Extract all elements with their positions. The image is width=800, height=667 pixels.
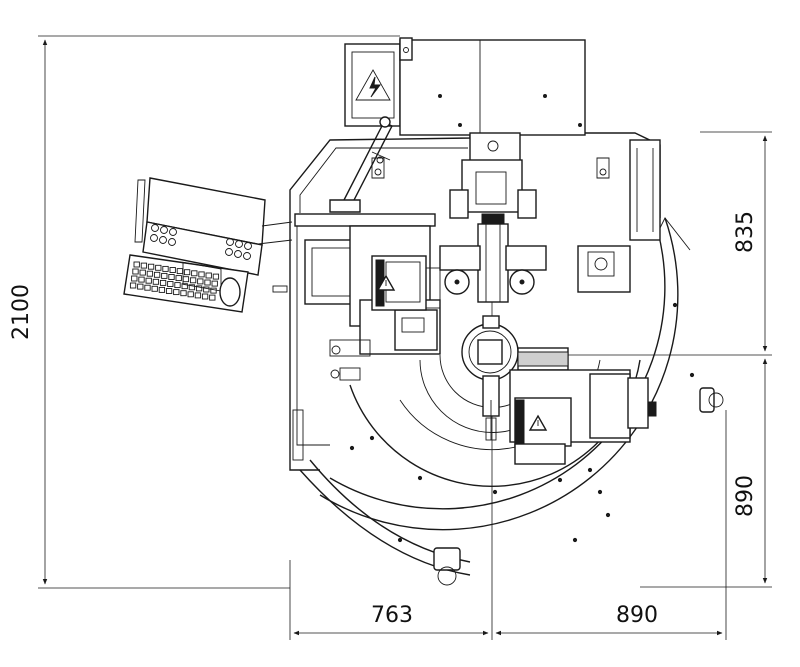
keyboard-key <box>169 267 176 273</box>
keyboard-key <box>210 287 217 294</box>
keyboard-key <box>201 293 209 300</box>
keyboard-key <box>195 285 203 292</box>
keyboard-key <box>183 269 191 276</box>
motor-right-base <box>514 443 566 465</box>
keyboard-key <box>203 286 210 293</box>
panel-buttons <box>150 224 252 260</box>
dim-text-bottom-left: 763 <box>371 603 413 628</box>
keyboard-key <box>189 277 197 284</box>
keyboard-key <box>198 271 205 278</box>
base-foot-right <box>699 387 724 413</box>
support-arm <box>329 116 393 213</box>
keyboard-key <box>211 280 218 287</box>
carriage-rail <box>294 213 436 227</box>
keyboard-key <box>138 276 145 283</box>
keyboard-key <box>181 283 188 290</box>
hanger-left <box>371 157 385 179</box>
keyboard-key <box>137 283 144 290</box>
right-motor-unit <box>509 245 657 465</box>
left-gauge-arm <box>439 245 481 271</box>
keyboard-key <box>140 262 148 269</box>
keyboard-key <box>187 291 194 298</box>
keyboard-key <box>209 294 216 301</box>
warning-triangle-icon <box>376 274 396 291</box>
keyboard-key <box>204 279 211 286</box>
dim-text-upper-right: 835 <box>733 211 758 253</box>
keyboard-key <box>180 290 187 297</box>
outer-ring-arc <box>319 217 679 531</box>
control-panel-side <box>134 179 146 243</box>
spindle-column <box>477 223 509 303</box>
left-carriage <box>294 213 441 381</box>
keyboard-key <box>153 271 161 278</box>
keyboard-key <box>194 292 202 299</box>
frame-left-bracket <box>292 409 304 461</box>
keyboard-key <box>168 274 175 280</box>
frame-left-inner <box>296 220 330 446</box>
head-top <box>469 132 521 164</box>
ring-bolts <box>349 302 695 543</box>
carriage-vice <box>394 309 438 351</box>
keyboard-key <box>175 275 182 282</box>
keyboard-key <box>176 268 184 275</box>
carriage-block-left <box>304 239 358 305</box>
warning-triangle-icon <box>528 414 548 431</box>
outer-ring-arc-inner <box>329 231 666 510</box>
keyboard-key <box>129 282 137 289</box>
keyboard-key <box>191 270 198 277</box>
keyboard-key <box>161 272 168 279</box>
frame-top-inner <box>299 147 468 213</box>
keyboard-key <box>167 281 174 287</box>
trackball <box>219 277 241 307</box>
cabinet-body <box>399 39 586 136</box>
electrical-cabinet <box>344 37 586 136</box>
panel-mount-pin <box>272 285 288 293</box>
keyboard-key <box>151 285 158 292</box>
dim-text-lower-right: 890 <box>733 475 758 517</box>
keyboard-key <box>165 288 173 294</box>
keyboard-key <box>147 263 155 270</box>
keyboard-key <box>152 278 160 285</box>
keyboard-key <box>145 277 152 284</box>
keyboard-key <box>159 279 167 286</box>
frame-left <box>289 215 320 471</box>
keyboard-key <box>174 282 181 289</box>
keyboard-key <box>188 284 196 291</box>
keyboard-key <box>162 265 169 272</box>
keyboard-keys <box>129 261 220 301</box>
base-foot-bottom <box>433 547 461 586</box>
keyboard-key <box>182 276 190 283</box>
chuck-jaw <box>477 339 503 365</box>
frame <box>289 132 661 471</box>
keyboard-key <box>133 261 140 268</box>
right-gauge-arm <box>505 245 547 271</box>
keyboard-key <box>139 269 146 276</box>
keyboard-key <box>173 289 180 296</box>
hanger-right <box>596 157 610 179</box>
keyboard-key <box>158 286 166 293</box>
keyboard-key <box>144 284 151 291</box>
cabinet-hinge <box>399 37 413 61</box>
dimension-lines <box>38 35 772 640</box>
keyboard-key <box>132 268 139 275</box>
control-panel <box>123 177 293 313</box>
dim-text-bottom-right: 890 <box>616 603 658 628</box>
keyboard-key <box>131 275 138 282</box>
central-head <box>439 132 547 441</box>
keyboard-key <box>197 278 204 285</box>
keyboard-key <box>155 264 162 271</box>
keyboard-key <box>205 272 212 279</box>
outer-skirt-left-inner <box>309 459 471 563</box>
head-body <box>461 159 523 213</box>
high-voltage-warning-icon <box>355 69 391 101</box>
frame-right-post <box>629 139 661 241</box>
ring-notch <box>659 217 691 251</box>
keyboard-key <box>212 273 220 280</box>
keyboard-key <box>146 270 154 277</box>
dim-text-total-height: 2100 <box>9 284 34 340</box>
